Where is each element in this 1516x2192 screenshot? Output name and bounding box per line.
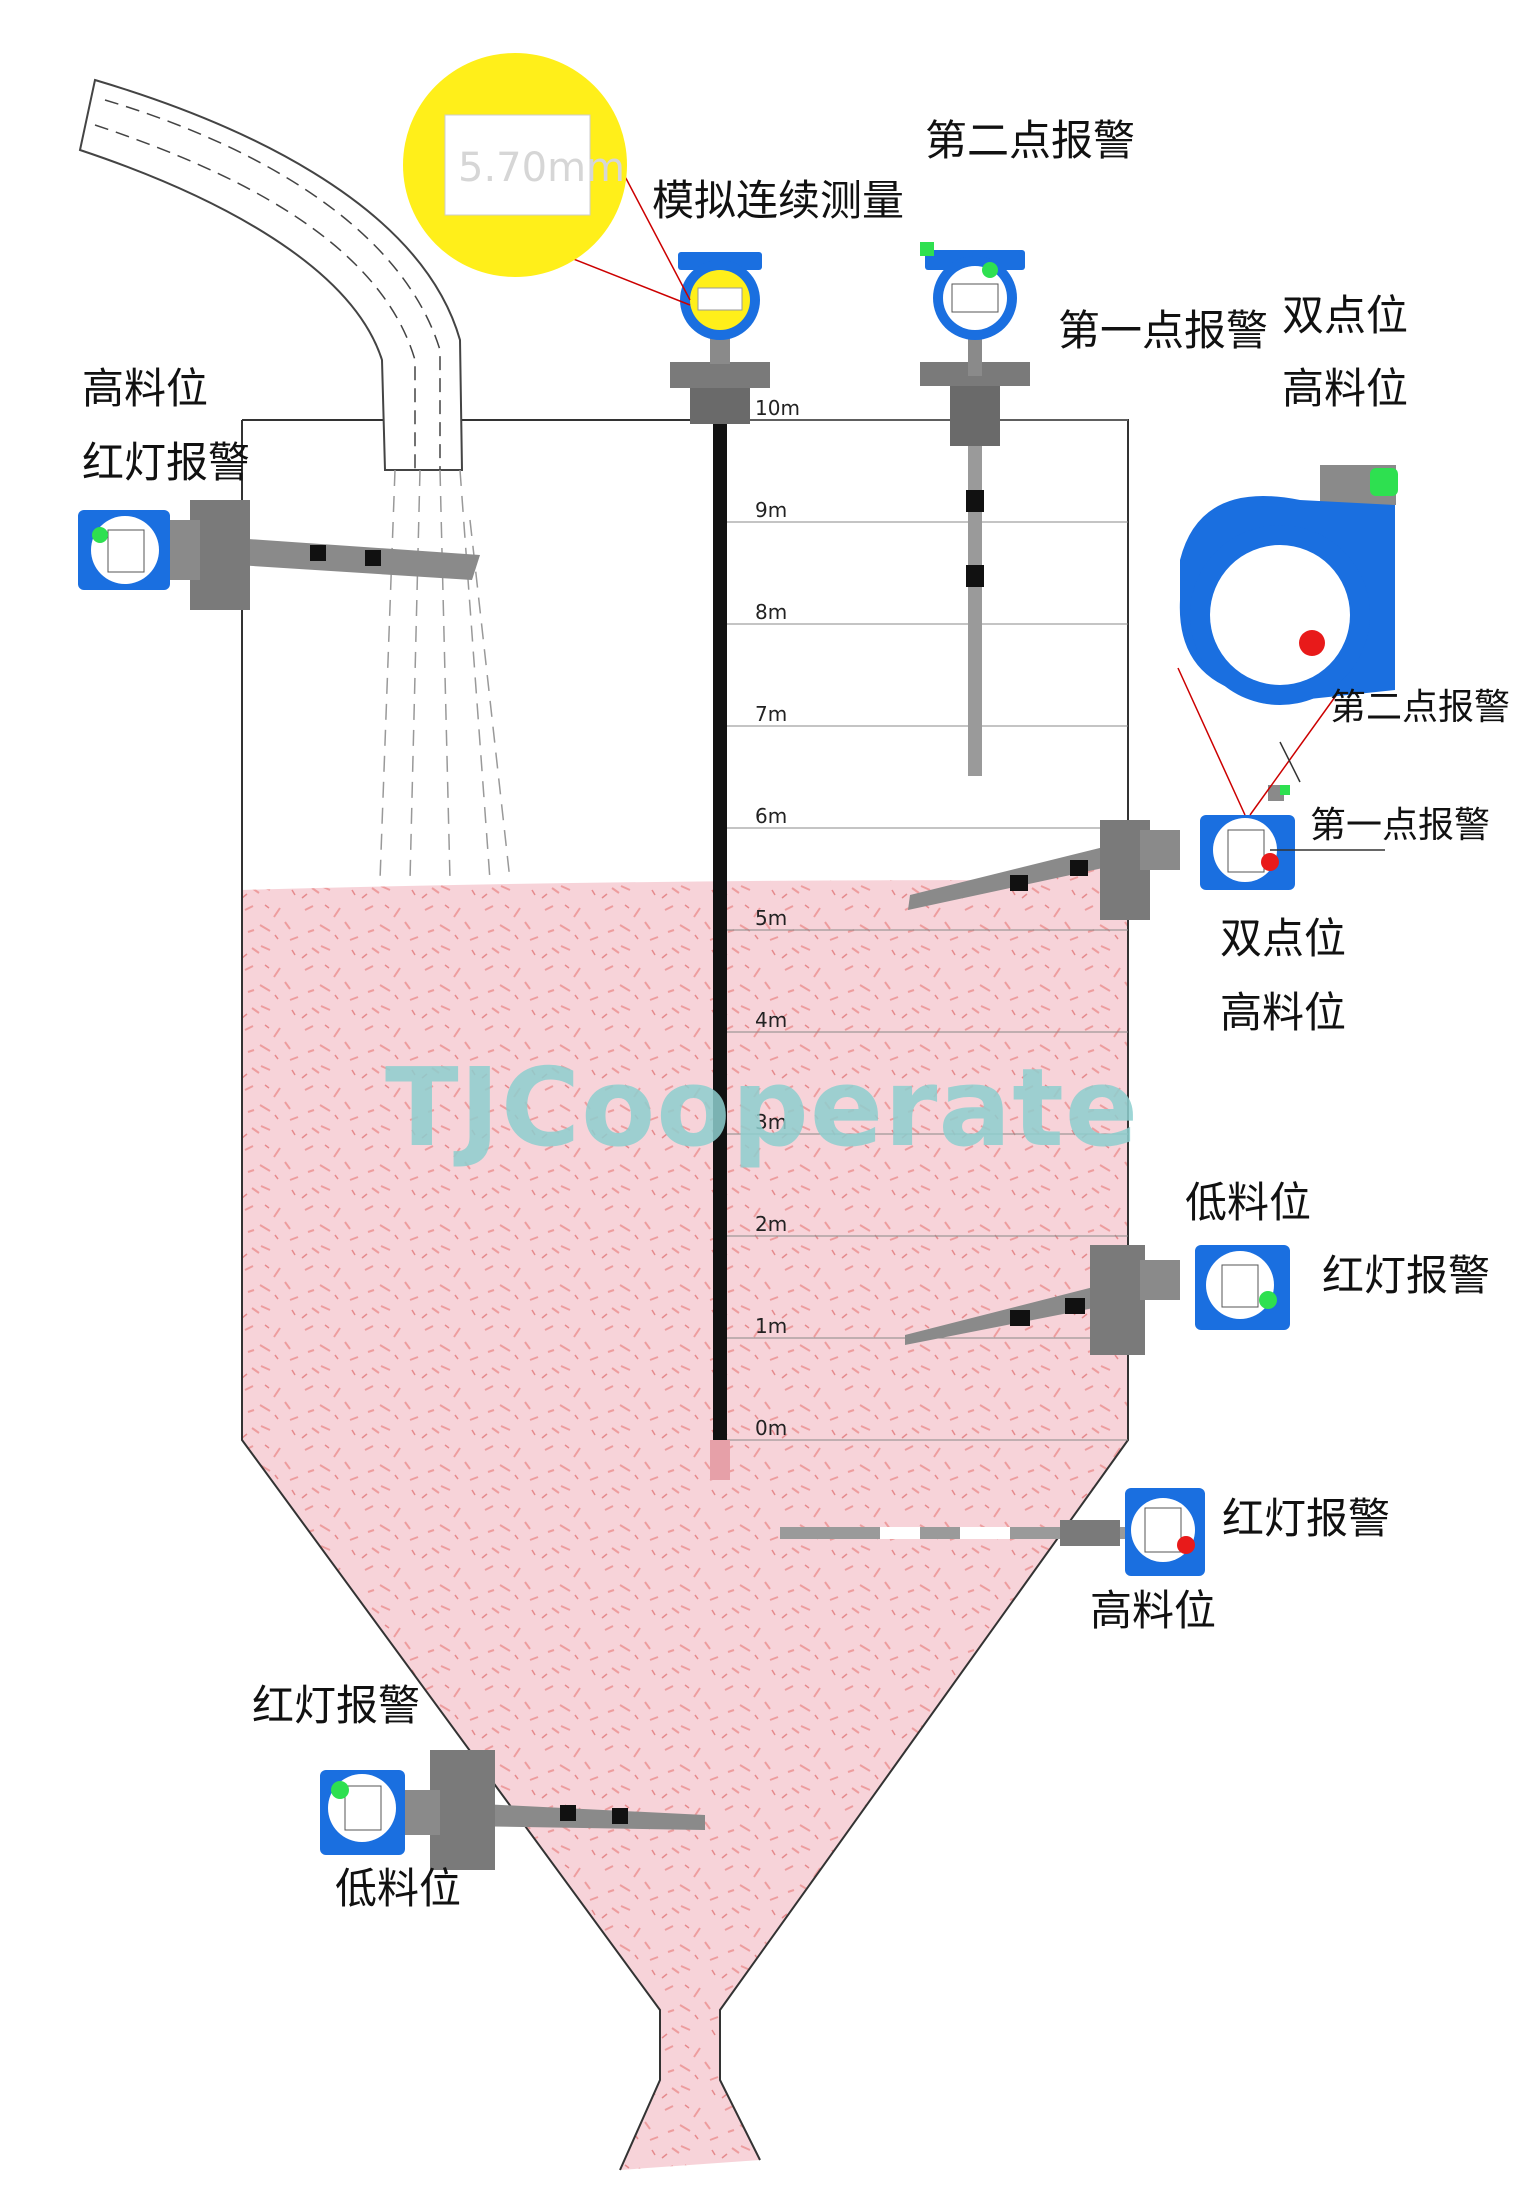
scale-tick: 6m — [755, 804, 788, 828]
label-first-alarm-top: 第一点报警 — [1058, 306, 1269, 355]
side-probe-left-high — [160, 500, 480, 610]
scale-tick: 4m — [755, 1008, 788, 1032]
scale-tick: 9m — [755, 498, 788, 522]
label-low-level-bottom: 低料位 — [335, 1864, 462, 1913]
scale-tick: 3m — [755, 1110, 788, 1134]
label-dual-top-1: 双点位 — [1282, 291, 1409, 340]
scale-tick: 0m — [755, 1416, 788, 1440]
scale-tick: 8m — [755, 600, 788, 624]
level-sensor-icon-left — [78, 510, 170, 590]
feed-pipe-icon — [78, 78, 464, 471]
label-red-alarm-right: 红灯报警 — [1322, 1251, 1491, 1300]
label-analog-measure: 模拟连续测量 — [652, 176, 905, 225]
level-sensor-icon-right-low — [1195, 1245, 1290, 1330]
zoom-bubble — [403, 53, 691, 306]
label-second-alarm-top: 第二点报警 — [925, 116, 1136, 165]
side-probe-bottom-low — [400, 1750, 705, 1870]
level-sensor-icon-center — [678, 252, 762, 340]
side-probe-cone-high — [780, 1520, 1130, 1546]
label-low-level-right: 低料位 — [1185, 1178, 1312, 1227]
label-dual-top-2: 高料位 — [1282, 364, 1409, 413]
label-red-alarm-cone: 红灯报警 — [1222, 1494, 1391, 1543]
label-dual-right-1: 双点位 — [1220, 914, 1347, 963]
level-sensor-icon-top-right — [920, 242, 1025, 340]
zoom-display-readout: 5.70mm — [458, 145, 625, 191]
level-sensor-icon-bottom — [320, 1770, 405, 1855]
scale-tick: 2m — [755, 1212, 788, 1236]
scale-tick: 1m — [755, 1314, 788, 1338]
scale-tick: 7m — [755, 702, 788, 726]
continuous-rod-probe — [670, 320, 770, 1480]
scale-tick: 5m — [755, 906, 788, 930]
falling-material — [379, 469, 511, 881]
watermark: TJCooperate — [385, 1046, 1140, 1171]
rod-probe-second-alarm — [920, 320, 1030, 776]
label-dual-right-2: 高料位 — [1220, 988, 1347, 1037]
label-red-alarm-left: 红灯报警 — [82, 438, 251, 487]
label-high-level-left: 高料位 — [82, 364, 209, 413]
zoom-dual-sensor — [1177, 465, 1398, 816]
material-fill — [242, 840, 1128, 2170]
level-sensor-icon-cone — [1125, 1488, 1205, 1576]
label-high-level-cone: 高料位 — [1090, 1586, 1217, 1635]
label-red-alarm-bottom: 红灯报警 — [252, 1681, 421, 1730]
side-probe-right-dual — [908, 820, 1180, 920]
side-probe-right-low — [905, 1245, 1180, 1355]
scale-tick: 10m — [755, 396, 800, 420]
level-sensor-icon-right-dual — [1200, 785, 1295, 890]
label-first-alarm-right: 第一点报警 — [1310, 805, 1491, 846]
leader-lines — [1270, 741, 1385, 851]
label-second-alarm-right: 第二点报警 — [1330, 687, 1511, 728]
